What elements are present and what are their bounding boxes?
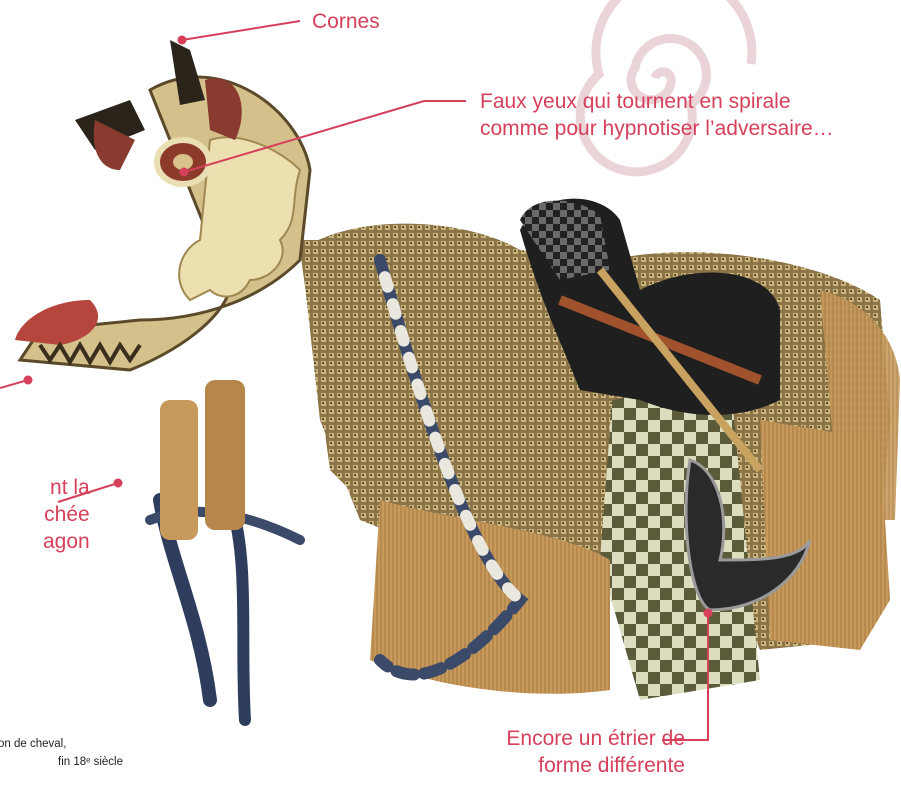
photo-caption: on de cheval, fin 18ᵉ siècle bbox=[0, 735, 123, 771]
caption-line1: on de cheval, bbox=[0, 738, 67, 750]
label-mouth: nt la chée agon bbox=[43, 474, 90, 555]
label-mouth-line1: nt la bbox=[50, 476, 90, 499]
callout-lines bbox=[0, 20, 713, 741]
callout-dot-mouth bbox=[113, 478, 123, 488]
label-eyes-line1: Faux yeux qui tournent en spirale bbox=[480, 90, 791, 113]
caption-line2: fin 18ᵉ siècle bbox=[58, 756, 124, 768]
label-eyes: Faux yeux qui tournent en spirale comme … bbox=[480, 88, 834, 142]
body-armor bbox=[300, 223, 900, 700]
callout-line-stirrup bbox=[662, 613, 709, 741]
stirrup bbox=[684, 458, 812, 612]
label-stirrup-line1: Encore un étrier de bbox=[506, 727, 685, 750]
callout-dot-mouth-upper bbox=[23, 375, 33, 385]
callout-dot-horns bbox=[177, 35, 187, 45]
label-mouth-line2: chée bbox=[44, 503, 90, 526]
dragon-head bbox=[15, 40, 312, 540]
saddle bbox=[520, 198, 780, 473]
spiral-decoration bbox=[575, 0, 757, 177]
callout-line-mouth bbox=[57, 482, 119, 503]
label-stirrup-line2: forme différente bbox=[538, 754, 685, 777]
callout-dot-stirrup bbox=[703, 608, 713, 618]
callout-line-eyes bbox=[183, 100, 466, 173]
label-mouth-line3: agon bbox=[43, 530, 90, 553]
label-stirrup: Encore un étrier de forme différente bbox=[455, 725, 685, 779]
callout-dot-eyes bbox=[179, 167, 189, 177]
label-horns: Cornes bbox=[312, 10, 380, 33]
callout-line-horns bbox=[181, 20, 301, 41]
callout-line-mouth-upper bbox=[0, 379, 29, 389]
label-eyes-line2: comme pour hypnotiser l’adversaire… bbox=[480, 117, 834, 140]
